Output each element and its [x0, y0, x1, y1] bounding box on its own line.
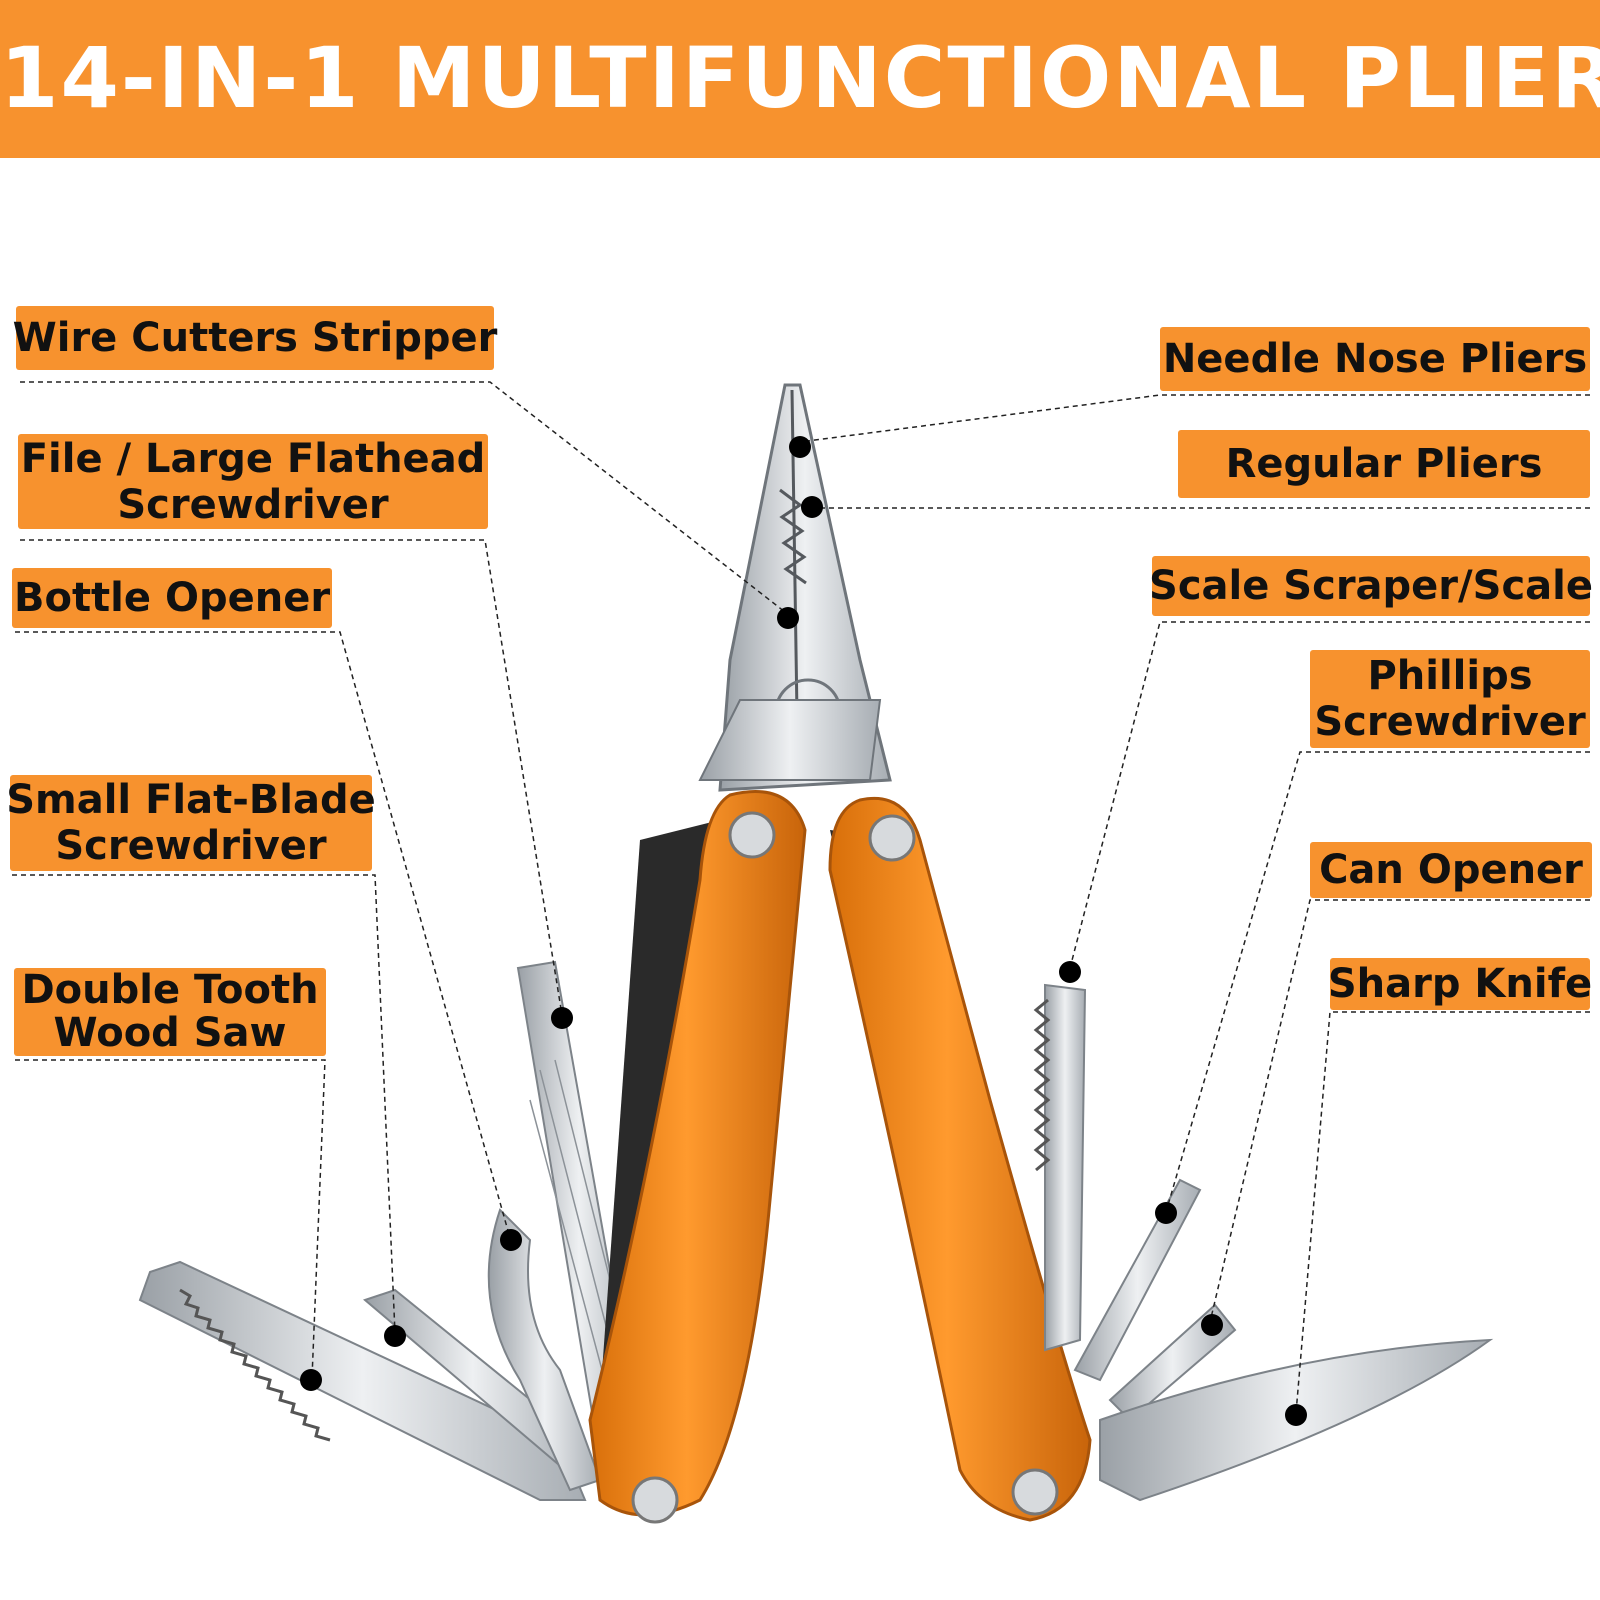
right-handle [828, 796, 1092, 1522]
label-text: Needle Nose Pliers [1162, 336, 1588, 382]
handle-screws [631, 811, 1059, 1524]
label-text-line1: Small Flat-Blade [6, 777, 376, 823]
callout-dots [300, 436, 1307, 1426]
left-handle [588, 790, 807, 1517]
label-double-tooth-wood-saw: Double Tooth Wood Saw [14, 968, 326, 1056]
title-banner: 14-IN-1 MULTIFUNCTIONAL PLIERS [0, 0, 1600, 158]
label-text: Wire Cutters Stripper [12, 315, 498, 361]
pliers-jaws [698, 383, 892, 792]
wood-saw-blade [138, 1260, 587, 1501]
label-text: Scale Scraper/Scale [1149, 563, 1593, 609]
phillips-screwdriver-blade [1073, 1178, 1202, 1382]
label-can-opener: Can Opener [1310, 842, 1592, 898]
label-text-line2: Wood Saw [53, 1010, 287, 1056]
label-text: Bottle Opener [13, 575, 331, 621]
scale-scraper-blade [1033, 983, 1087, 1352]
label-text: Sharp Knife [1327, 961, 1593, 1007]
label-text: Can Opener [1319, 847, 1583, 893]
bottle-opener-blade [487, 1208, 602, 1492]
page-title: 14-IN-1 MULTIFUNCTIONAL PLIERS [0, 29, 1600, 127]
label-text-line1: File / Large Flathead [20, 435, 486, 482]
label-file-large-flathead-screwdriver: File / Large Flathead Screwdriver [18, 434, 488, 529]
label-sharp-knife: Sharp Knife [1327, 958, 1593, 1010]
label-text-line2: Screwdriver [1314, 699, 1586, 745]
leader-lines [12, 381, 1590, 1414]
label-bottle-opener: Bottle Opener [12, 568, 332, 628]
label-small-flat-blade-screwdriver: Small Flat-Blade Screwdriver [6, 775, 376, 871]
label-wire-cutters-stripper: Wire Cutters Stripper [13, 306, 497, 370]
label-text-line2: Screwdriver [55, 823, 327, 869]
label-regular-pliers: Regular Pliers [1178, 430, 1590, 498]
label-text-line2: Screwdriver [117, 481, 389, 528]
label-text-line1: Double Tooth [21, 967, 319, 1013]
label-scale-scraper-scale: Scale Scraper/Scale [1149, 556, 1593, 616]
label-text: Regular Pliers [1225, 441, 1543, 487]
label-phillips-screwdriver: Phillips Screwdriver [1310, 650, 1590, 748]
label-needle-nose-pliers: Needle Nose Pliers [1160, 327, 1590, 391]
label-text-line1: Phillips [1367, 653, 1533, 699]
